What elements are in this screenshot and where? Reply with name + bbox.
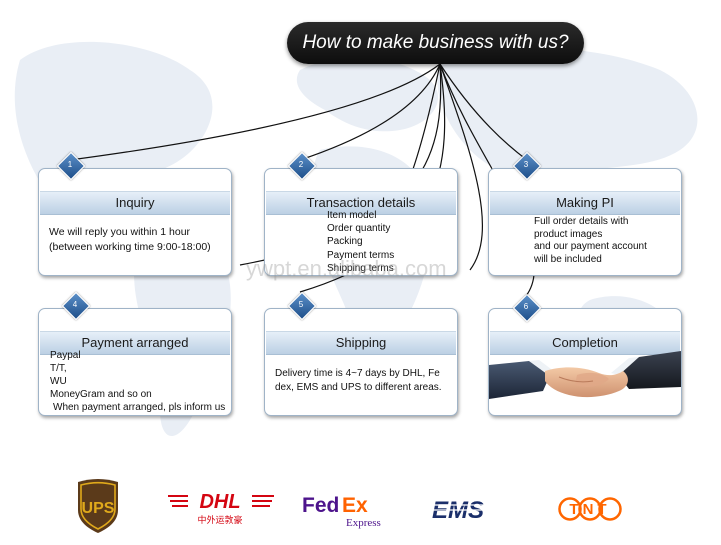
dhl-logo-text: DHL (199, 491, 240, 513)
step-heading: Payment arranged (40, 331, 230, 355)
step-body: Paypal T/T, WU MoneyGram and so on When … (39, 349, 231, 413)
step-text: Full order details with (534, 216, 629, 227)
step-card-shipping: Shipping Delivery time is 4~7 days by DH… (264, 308, 458, 416)
step-text: will be included (534, 253, 602, 265)
step-number: 3 (523, 160, 529, 169)
step-heading: Inquiry (40, 191, 230, 215)
ems-logo: EMS (430, 497, 500, 524)
step-number-badge: 5 (287, 291, 317, 321)
fedex-fed-text: Fed (302, 494, 339, 517)
tnt-logo-text: TNT (569, 501, 610, 518)
step-text: dex, EMS and UPS to different areas. (275, 382, 442, 393)
ups-logo-text: UPS (82, 500, 115, 517)
page-title: How to make business with us? (287, 22, 584, 64)
fedex-express-text: Express (346, 517, 381, 529)
step-number: 6 (523, 302, 529, 311)
step-text: MoneyGram and so on (50, 389, 152, 400)
step-number: 2 (298, 160, 304, 169)
step-number-badge: 4 (61, 291, 91, 321)
step-body: Delivery time is 4~7 days by DHL, Fe dex… (265, 367, 457, 411)
step-body: We will reply you within 1 hour (between… (39, 225, 231, 271)
step-text: Item model (327, 210, 377, 221)
step-number: 1 (67, 160, 73, 169)
step-text: When payment arranged, pls inform us (53, 402, 226, 413)
step-number-badge: 6 (512, 293, 542, 323)
step-text: and our payment account (534, 241, 647, 253)
dhl-subtitle: 中外运敦豪 (197, 514, 242, 526)
step-heading: Shipping (266, 331, 456, 355)
step-heading: Transaction details (266, 191, 456, 215)
dhl-logo: DHL 中外运敦豪 (168, 491, 274, 526)
step-text: product images (534, 228, 603, 240)
step-card-completion: Completion (488, 308, 682, 416)
step-text: WU (50, 376, 67, 387)
step-text: (between working time 9:00-18:00) (49, 241, 211, 253)
step-text: T/T, (50, 363, 67, 374)
fedex-logo: Fed Ex Express (302, 494, 381, 529)
step-card-transaction-details: Transaction details Item model Order qua… (264, 168, 458, 276)
step-heading: Completion (490, 331, 680, 355)
step-text: Paypal (50, 350, 81, 361)
step-card-making-pi: Making PI Full order details with produc… (488, 168, 682, 276)
step-text: We will reply you within 1 hour (49, 226, 191, 238)
handshake-image (489, 351, 681, 399)
step-heading: Making PI (490, 191, 680, 215)
step-text: Delivery time is 4~7 days by DHL, Fe (275, 368, 440, 379)
step-text: Packing (327, 236, 363, 248)
step-card-payment-arranged: Payment arranged Paypal T/T, WU MoneyGra… (38, 308, 232, 416)
step-body: Full order details with product images a… (489, 216, 681, 271)
watermark: ywpt.en.alibaba.com (246, 256, 447, 281)
step-number-badge: 1 (56, 151, 86, 181)
step-text: Payment terms (327, 249, 395, 261)
step-body: Item model Order quantity Packing Paymen… (265, 209, 457, 274)
step-number-badge: 3 (512, 151, 542, 181)
tnt-logo: TNT (558, 497, 622, 521)
step-card-inquiry: Inquiry We will reply you within 1 hour … (38, 168, 232, 276)
step-text: Shipping terms (327, 262, 394, 274)
step-number: 5 (298, 300, 304, 309)
ups-logo: UPS (78, 479, 118, 533)
step-number-badge: 2 (287, 151, 317, 181)
step-number: 4 (72, 300, 78, 309)
step-text: Order quantity (327, 223, 391, 235)
fedex-ex-text: Ex (342, 494, 368, 517)
